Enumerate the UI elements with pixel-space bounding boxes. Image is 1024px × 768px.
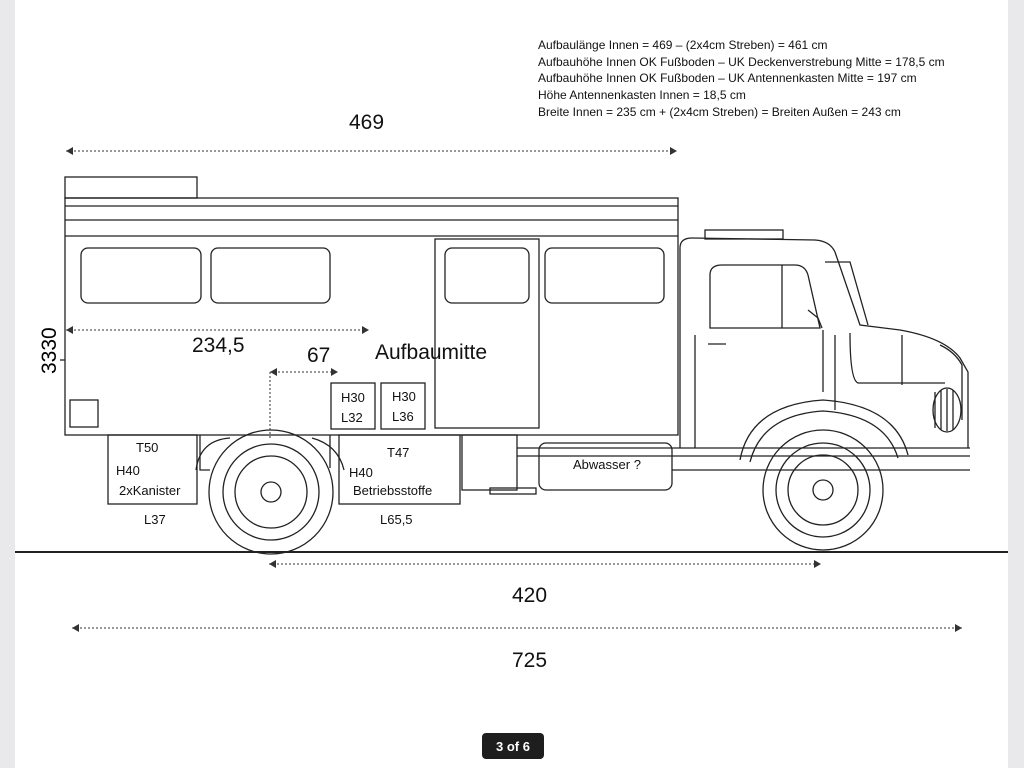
tank-left-t: T50 xyxy=(136,440,159,455)
height-label: 3330 xyxy=(38,327,61,374)
page-indicator[interactable]: 3 of 6 xyxy=(482,733,544,759)
total-length-label: 725 xyxy=(512,649,548,672)
truck-technical-drawing xyxy=(15,147,1008,632)
tank-mid-h: H40 xyxy=(349,465,373,480)
center-label: Aufbaumitte xyxy=(375,341,488,364)
tank-left-l: L37 xyxy=(144,512,166,527)
dimension-notes: Aufbaulänge Innen = 469 – (2x4cm Streben… xyxy=(538,37,945,121)
document-page: Aufbaulänge Innen = 469 – (2x4cm Streben… xyxy=(15,0,1008,768)
tank-left-name: 2xKanister xyxy=(119,483,181,498)
note-line: Aufbauhöhe Innen OK Fußboden – UK Antenn… xyxy=(538,71,917,86)
half-length-label: 234,5 xyxy=(192,334,245,357)
box2-height: H30 xyxy=(392,389,416,404)
note-line: Aufbauhöhe Innen OK Fußboden – UK Decken… xyxy=(538,54,945,69)
note-line: Höhe Antennenkasten Innen = 18,5 cm xyxy=(538,88,746,103)
tank-mid-t: T47 xyxy=(387,445,410,460)
box2-length: L36 xyxy=(392,409,414,424)
note-line: Breite Innen = 235 cm + (2x4cm Streben) … xyxy=(538,104,901,119)
body-length-label: 469 xyxy=(349,111,385,134)
box1-length: L32 xyxy=(341,410,363,425)
waste-tank-label: Abwasser ? xyxy=(573,457,641,472)
tank-mid-l: L65,5 xyxy=(380,512,413,527)
box1-height: H30 xyxy=(341,390,365,405)
wheelbase-label: 420 xyxy=(512,584,548,607)
tank-mid-name: Betriebsstoffe xyxy=(353,483,433,498)
note-line: Aufbaulänge Innen = 469 – (2x4cm Streben… xyxy=(538,38,828,52)
tank-left-h: H40 xyxy=(116,463,140,478)
offset-label: 67 xyxy=(307,344,331,367)
